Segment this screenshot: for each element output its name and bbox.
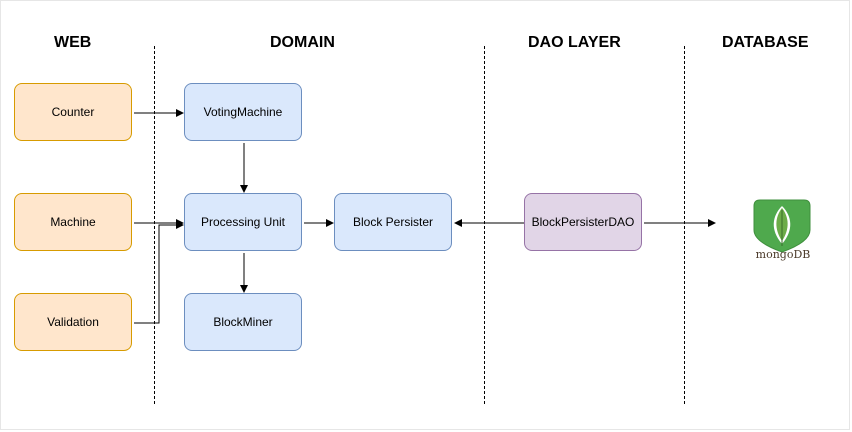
edge-validation-to-processingunit (134, 221, 184, 324)
mongodb-leaf-icon (753, 199, 811, 253)
node-counter[interactable]: Counter (14, 83, 132, 141)
node-processing-unit[interactable]: Processing Unit (184, 193, 302, 251)
lane-separator (154, 46, 155, 404)
node-block-miner[interactable]: BlockMiner (184, 293, 302, 351)
node-machine[interactable]: Machine (14, 193, 132, 251)
mongodb-logo-text: mongoDB (755, 248, 811, 261)
node-voting-machine[interactable]: VotingMachine (184, 83, 302, 141)
node-block-persister-dao[interactable]: BlockPersisterDAO (524, 193, 642, 251)
lane-title-dao: DAO LAYER (528, 34, 621, 51)
node-validation[interactable]: Validation (14, 293, 132, 351)
lane-title-web: WEB (54, 34, 92, 51)
lane-title-domain: DOMAIN (270, 34, 335, 51)
node-block-persister[interactable]: Block Persister (334, 193, 452, 251)
lane-separator (484, 46, 485, 404)
lane-title-database: DATABASE (722, 34, 809, 51)
lane-separator (684, 46, 685, 404)
